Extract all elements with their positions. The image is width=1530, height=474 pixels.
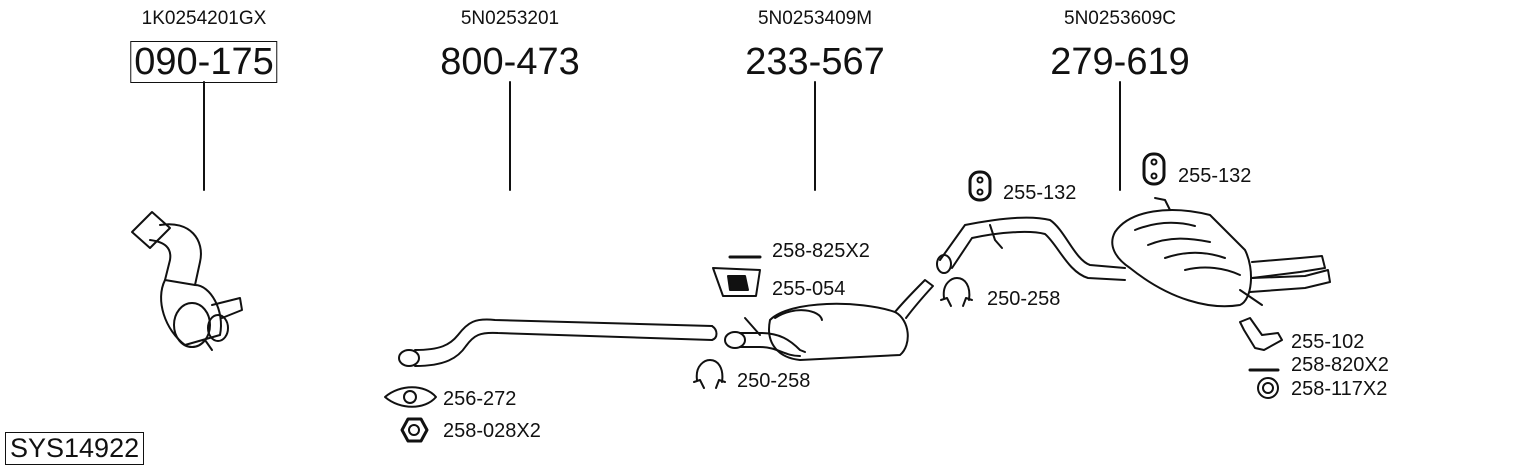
clamp-icon [940, 277, 973, 307]
rubber-mount-1-label[interactable]: 255-132 [1003, 182, 1077, 204]
part-number-cat[interactable]: 090-175 [130, 41, 278, 83]
nut-icon [400, 417, 429, 443]
clamp-icon [693, 359, 726, 389]
oe-number-front-pipe: 5N0253201 [460, 8, 560, 29]
front-pipe-drawing [398, 318, 718, 367]
system-code: SYS14922 [5, 432, 145, 465]
rubber-mount-icon [968, 170, 992, 202]
oe-number-middle: 5N0253409M [757, 8, 873, 29]
intermediate-pipe-drawing [936, 216, 1126, 281]
gasket-label[interactable]: 256-272 [443, 388, 517, 410]
gasket-icon [384, 386, 437, 408]
bracket-rear-label[interactable]: 255-102 [1291, 331, 1365, 353]
oe-number-cat: 1K0254201GX [141, 8, 267, 29]
clamp-front-label[interactable]: 250-258 [737, 370, 811, 392]
ring-rear-label[interactable]: 258-117X2 [1291, 378, 1388, 400]
catalytic-converter-drawing [131, 211, 243, 351]
clamp-middle-label[interactable]: 250-258 [987, 288, 1061, 310]
part-number-middle[interactable]: 233-567 [745, 41, 885, 83]
nut-label[interactable]: 258-028X2 [443, 420, 541, 442]
bolt-rear-label[interactable]: 258-820X2 [1291, 354, 1389, 376]
rubber-mount-icon [1142, 152, 1166, 186]
oe-number-rear: 5N0253609C [1064, 8, 1176, 29]
rear-bracket-icon [1239, 317, 1283, 351]
middle-silencer-drawing [724, 279, 934, 361]
mounting-bracket-icon [712, 267, 761, 297]
mount-middle-label[interactable]: 255-054 [772, 278, 846, 300]
rear-silencer-drawing [1111, 197, 1331, 308]
rubber-mount-2-label[interactable]: 255-132 [1178, 165, 1252, 187]
ring-icon [1257, 377, 1279, 399]
part-number-front-pipe[interactable]: 800-473 [440, 41, 580, 83]
bolt-middle-label[interactable]: 258-825X2 [772, 240, 870, 262]
part-number-rear[interactable]: 279-619 [1050, 41, 1190, 83]
